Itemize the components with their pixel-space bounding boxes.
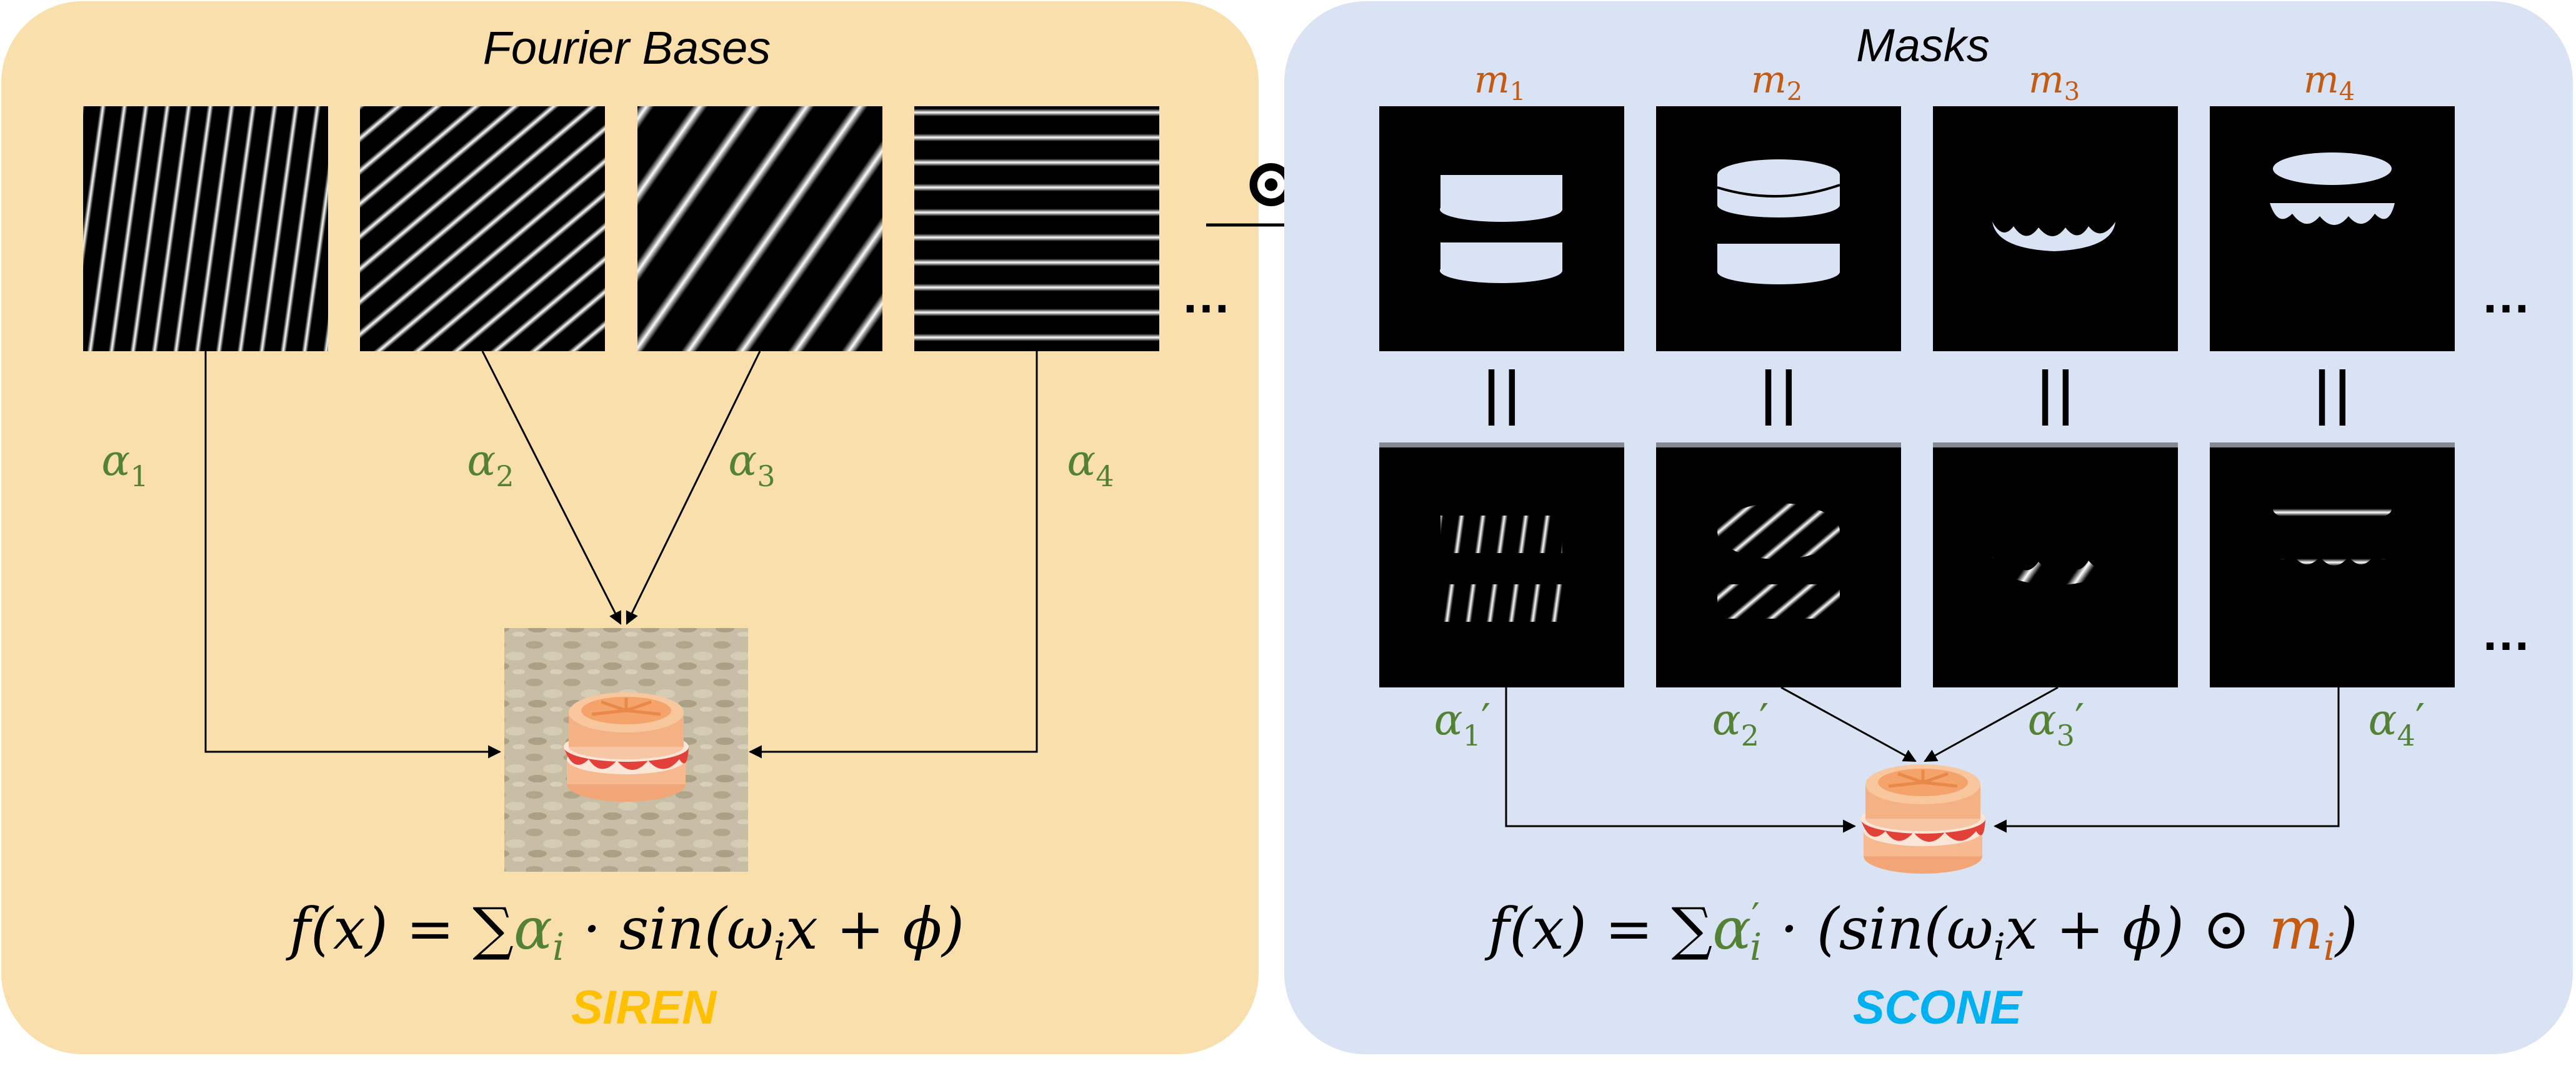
alpha-prime-1-label: α1′ xyxy=(1434,696,1491,752)
mask-label-4: m4 xyxy=(2304,58,2355,106)
fourier-basis-3 xyxy=(637,106,882,351)
alpha-prime-2-label: α2′ xyxy=(1712,696,1769,752)
fourier-basis-4 xyxy=(914,106,1159,351)
equals-marker-1: || xyxy=(1481,360,1522,426)
mask-label-1: m1 xyxy=(1474,58,1525,106)
mask-3 xyxy=(1933,106,2178,351)
equals-marker-2: || xyxy=(1758,360,1799,426)
right-ellipsis-top: … xyxy=(2481,267,2531,323)
mask-1 xyxy=(1379,106,1624,351)
alpha-prime-4-label: α4′ xyxy=(2369,696,2425,752)
scone-connectors xyxy=(1505,686,2340,833)
left-ellipsis: … xyxy=(1181,267,1231,323)
scone-formula: f(x) = ∑α′i · (sin(ωix + ϕ) ⊙ mi) xyxy=(1484,896,2358,969)
siren-connectors xyxy=(204,351,1038,759)
alpha-4-label: α4 xyxy=(1067,436,1114,493)
mask-label-2: m2 xyxy=(1751,58,1802,106)
mask-4 xyxy=(2210,106,2455,351)
fourier-basis-2 xyxy=(360,106,605,351)
scone-output-cake-icon xyxy=(1860,764,1985,874)
macaron-cake-icon xyxy=(564,692,689,802)
masked-basis-3 xyxy=(1933,442,2178,687)
equals-marker-3: || xyxy=(2035,360,2075,426)
masked-basis-1 xyxy=(1379,442,1624,687)
masks-title: Masks xyxy=(1856,19,1990,71)
siren-brand-label: SIREN xyxy=(571,981,717,1034)
scone-brand-label: SCONE xyxy=(1853,981,2024,1034)
siren-formula: f(x) = ∑αi · sin(ωix + ϕ) xyxy=(286,896,964,969)
alpha-2-label: α2 xyxy=(467,436,514,493)
mask-2 xyxy=(1656,106,1901,351)
masked-basis-2 xyxy=(1656,442,1901,687)
fourier-basis-1 xyxy=(83,106,328,351)
fourier-bases-title: Fourier Bases xyxy=(483,22,771,74)
alpha-prime-3-label: α3′ xyxy=(2028,696,2085,752)
alpha-3-label: α3 xyxy=(728,436,775,493)
right-ellipsis-bottom: … xyxy=(2481,605,2531,661)
equals-marker-4: || xyxy=(2312,360,2352,426)
mask-label-3: m3 xyxy=(2029,58,2080,106)
alpha-1-label: α1 xyxy=(101,436,148,493)
masked-basis-4 xyxy=(2210,442,2455,687)
